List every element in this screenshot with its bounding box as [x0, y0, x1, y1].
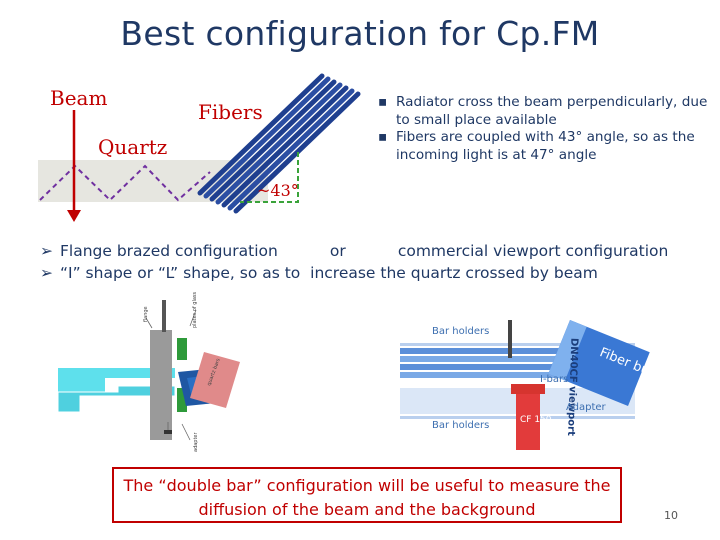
- flange-label: flange: [143, 306, 149, 322]
- pink-block: [190, 352, 240, 408]
- fiber-4: [215, 82, 343, 205]
- fibers-label: Fibers: [198, 100, 263, 124]
- green-plate-lower: [177, 388, 187, 412]
- bullet-list: ▪Radiator cross the beam perpendicularly…: [378, 94, 708, 164]
- arrow-bullet-icon: ➢: [40, 264, 53, 282]
- angle-label: ~43°: [257, 181, 299, 200]
- i-bar-2: [400, 356, 635, 362]
- bar-holder-post: [508, 320, 512, 358]
- i-bars-label: I-bars: [540, 374, 568, 385]
- beam-label: Beam: [50, 86, 108, 110]
- fiber-6: [227, 88, 355, 211]
- quartz-label: Quartz: [98, 135, 168, 159]
- bar-holders-bottom-label: Bar holders: [432, 420, 489, 431]
- page-number: 10: [664, 509, 678, 522]
- light-path: [39, 164, 211, 202]
- beam-arrow-head: [67, 210, 81, 222]
- i-bar-4: [400, 372, 635, 378]
- fiber-bundle-viewport: DN40CF viewport Fiber bundles: [548, 320, 680, 436]
- bullet-item: ▪Fibers are coupled with 43° angle, so a…: [378, 129, 695, 163]
- adapter-label-right: Adapter: [566, 402, 607, 413]
- i-bar-1: [400, 348, 635, 354]
- bar-holders-top-label: Bar holders: [432, 326, 489, 337]
- fiber-2: [203, 76, 331, 199]
- page-title: Best configuration for Cp.FM: [120, 14, 600, 53]
- arrow-item: ➢“I” shape or “L” shape, so as to increa…: [40, 264, 598, 282]
- fiber-1: [197, 73, 325, 196]
- arrow-bullet-icon: ➢: [40, 242, 53, 260]
- frame-top: [400, 343, 635, 346]
- square-bullet-icon: ▪: [378, 94, 388, 110]
- green-plate-upper: [177, 338, 187, 360]
- callout-box: The “double bar” configuration will be u…: [112, 467, 622, 523]
- angle-marker: [240, 152, 299, 203]
- commercial-viewport-figure: DN40CF viewport Fiber bundles Bar holder…: [400, 320, 680, 450]
- cf150-label: CF 150: [520, 415, 552, 425]
- adapter-clip: [164, 430, 172, 434]
- dn40cf-viewport-body: [548, 320, 587, 381]
- flange-stem: [162, 300, 166, 332]
- i-bar-3: [400, 364, 635, 370]
- fiber-5: [221, 85, 349, 208]
- adapter-label: adapter: [193, 431, 199, 452]
- quartz-bar-lower: [57, 385, 176, 413]
- square-bullet-icon: ▪: [378, 129, 388, 145]
- quartz-bar-upper: [58, 368, 175, 394]
- dn40cf-label: DN40CF viewport: [565, 338, 579, 436]
- cf150-cap: [511, 384, 545, 394]
- bullet-item: ▪Radiator cross the beam perpendicularly…: [378, 94, 708, 128]
- flange-block: [150, 330, 172, 440]
- fiber-3: [209, 79, 337, 202]
- glass-plates-label: plates of glass: [192, 292, 198, 328]
- cpfm-geometry-diagram: [38, 73, 361, 222]
- flange-brazed-figure: flange plates of glass quartz bars adapt…: [57, 292, 240, 452]
- cf150-block: [516, 394, 540, 450]
